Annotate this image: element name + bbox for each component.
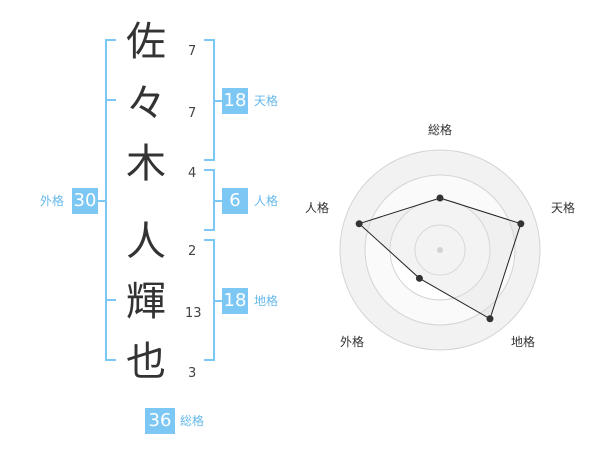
tenkaku-label: 天格 [254, 94, 279, 108]
radar-rings [339, 149, 541, 351]
stroke-count-4: 2 [188, 244, 197, 259]
stroke-count-2: 7 [188, 106, 197, 121]
gaikaku-label: 外格 [40, 194, 65, 208]
name-char-3: 木 [126, 141, 166, 187]
radar-point-0 [436, 194, 444, 202]
gaikaku-value: 30 [72, 188, 98, 214]
jinkaku-label: 人格 [254, 194, 279, 208]
radar-area [358, 197, 522, 320]
stroke-count-6: 3 [188, 366, 197, 381]
soukaku-value: 36 [145, 408, 175, 434]
name-char-4: 人 [126, 219, 166, 265]
radar-axis-label-jinkaku: 人格 [305, 201, 330, 215]
chikaku-value: 18 [222, 288, 248, 314]
radar-points [355, 194, 525, 323]
name-char-1: 佐 [126, 19, 166, 65]
radar-axis-label-chikaku: 地格 [511, 335, 536, 349]
soukaku-label: 総格 [180, 414, 205, 428]
radar-point-2 [486, 315, 494, 323]
jinkaku-value: 6 [222, 188, 248, 214]
radar-axis-label-gaikaku: 外格 [340, 335, 365, 349]
radar-point-1 [517, 220, 525, 228]
name-char-6: 也 [126, 339, 166, 385]
radar-point-3 [415, 274, 423, 282]
tenkaku-value: 18 [222, 88, 248, 114]
radar-axis-label-soukaku: 総格 [428, 123, 453, 137]
radar-axis-label-tenkaku: 天格 [551, 201, 576, 215]
radar-center [437, 247, 443, 253]
name-char-5: 輝 [126, 279, 166, 325]
stroke-count-5: 13 [185, 306, 202, 321]
stroke-count-1: 7 [188, 44, 197, 59]
chikaku-label: 地格 [254, 294, 279, 308]
radar-point-4 [355, 220, 363, 228]
name-char-2: 々 [126, 81, 166, 127]
stroke-count-3: 4 [188, 166, 197, 181]
